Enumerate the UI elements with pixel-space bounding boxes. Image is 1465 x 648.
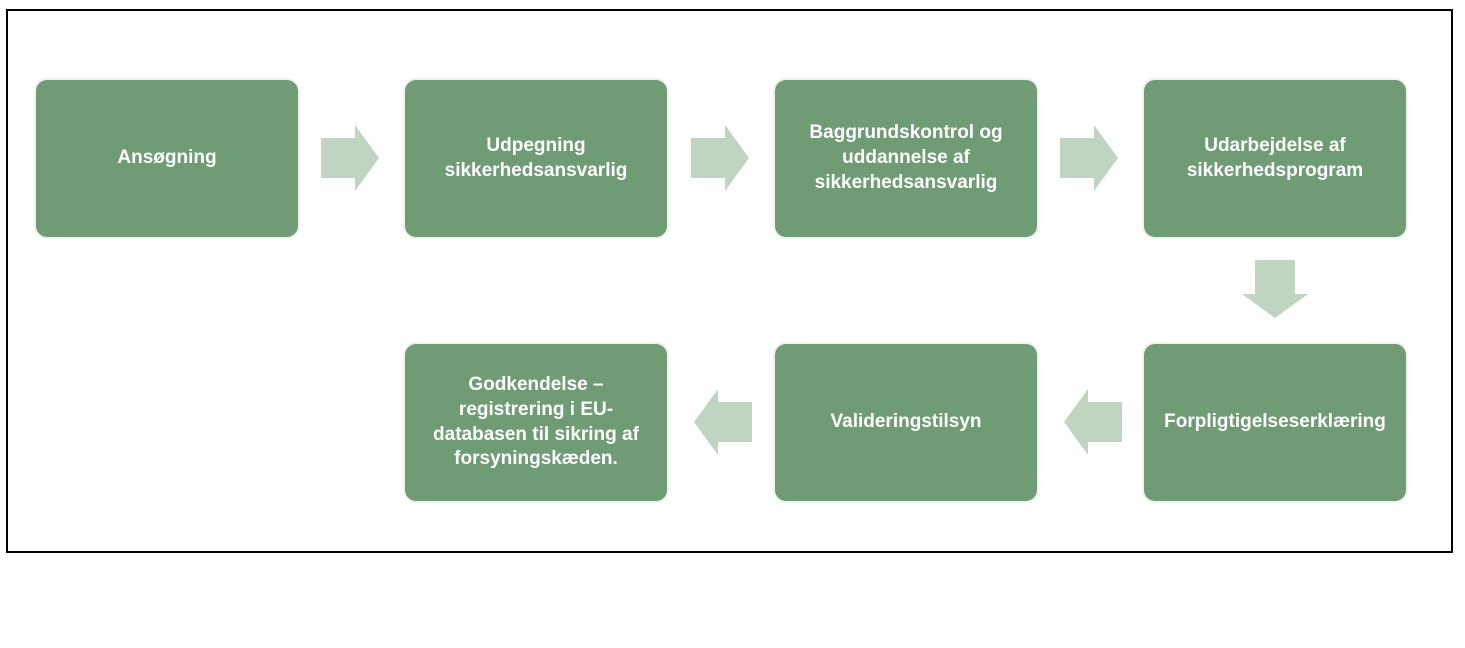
step-valideringstilsyn: Valideringstilsyn — [775, 344, 1037, 501]
step-forpligtigelseserklaering: Forpligtigelseserklæring — [1144, 344, 1406, 501]
arrow-right-icon — [691, 125, 749, 191]
step-baggrundskontrol: Baggrundskontrol og uddannelse af sikker… — [775, 80, 1037, 237]
step-ansogning: Ansøgning — [36, 80, 298, 237]
arrow-left-icon — [1064, 389, 1122, 455]
arrow-down-icon — [1242, 260, 1308, 318]
step-sikkerhedsprogram: Udarbejdelse af sikkerhedsprogram — [1144, 80, 1406, 237]
arrow-right-icon — [1060, 125, 1118, 191]
step-godkendelse: Godkendelse – registrering i EU- databas… — [405, 344, 667, 501]
arrow-right-icon — [321, 125, 379, 191]
arrow-left-icon — [694, 389, 752, 455]
diagram-frame — [6, 9, 1453, 553]
step-udpegning: Udpegning sikkerhedsansvarlig — [405, 80, 667, 237]
